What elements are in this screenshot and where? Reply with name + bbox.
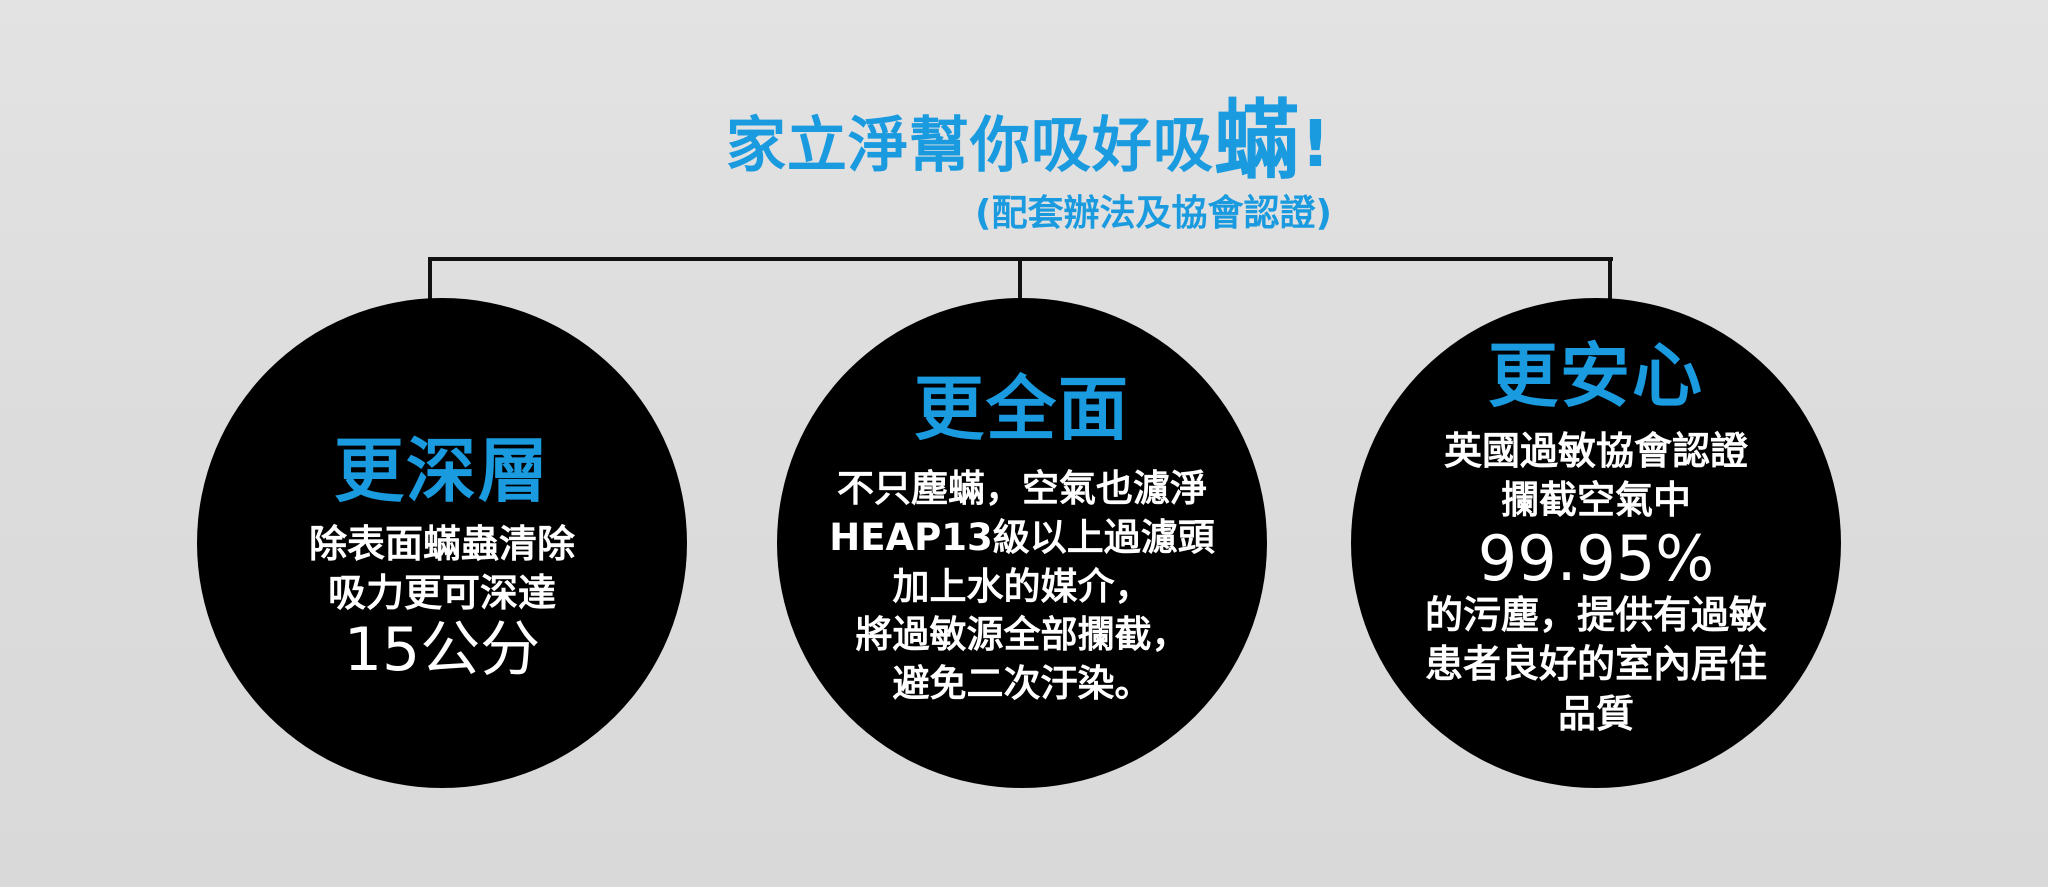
panel-line: 加上水的媒介， [892,564,1152,608]
panel-highlight: 15公分 [343,614,541,685]
connector-drop-1 [428,257,432,302]
panel-comprehensive: 更全面 不只塵蟎，空氣也濾淨 HEAP13級以上過濾頭 加上水的媒介， 將過敏源… [777,298,1267,788]
panel-line: 的污塵，提供有過敏 [1424,592,1767,637]
panel-line: 吸力更可深達 [327,571,556,616]
panel-line: HEAP13級以上過濾頭 [829,515,1215,559]
title-prefix: 家立淨幫你吸好吸 [725,111,1214,181]
panel-safer: 更安心 英國過敏協會認證 攔截空氣中 99.95% 的污塵，提供有過敏 患者良好… [1351,298,1841,788]
panel-line: 不只塵蟎，空氣也濾淨 [837,467,1207,510]
panel-line: 避免二次汙染。 [892,662,1152,706]
title-emphasis: 蟎 [1213,91,1301,191]
panel-line: 患者良好的室內居住 [1424,642,1767,687]
page-title: 家立淨幫你吸好吸蟎! [0,98,2048,184]
panel-body: 不只塵蟎，空氣也濾淨 HEAP13級以上過濾頭 加上水的媒介， 將過敏源全部攔截… [777,465,1267,709]
connector-drop-3 [1608,257,1612,302]
panel-body: 英國過敏協會認證 攔截空氣中 99.95% 的污塵，提供有過敏 患者良好的室內居… [1351,427,1841,739]
panel-heading: 更深層 [334,430,550,512]
panel-heading: 更安心 [1488,335,1704,417]
title-suffix: ! [1300,108,1332,182]
panel-line: 攔截空氣中 [1500,478,1691,523]
panel-deeper: 更深層 除表面蟎蟲清除 吸力更可深達 15公分 [197,298,687,788]
panel-line: 將過敏源全部攔截， [855,613,1189,657]
panel-body: 除表面蟎蟲清除 吸力更可深達 15公分 [197,520,687,682]
panel-heading: 更全面 [914,368,1130,450]
panel-line: 品質 [1557,691,1634,736]
connector-drop-2 [1018,257,1022,302]
panel-line: 英國過敏協會認證 [1443,429,1748,473]
page-subtitle: (配套辦法及協會認證) [975,193,1332,234]
panel-line: 除表面蟎蟲清除 [308,522,575,566]
panel-highlight: 99.95% [1477,521,1715,595]
